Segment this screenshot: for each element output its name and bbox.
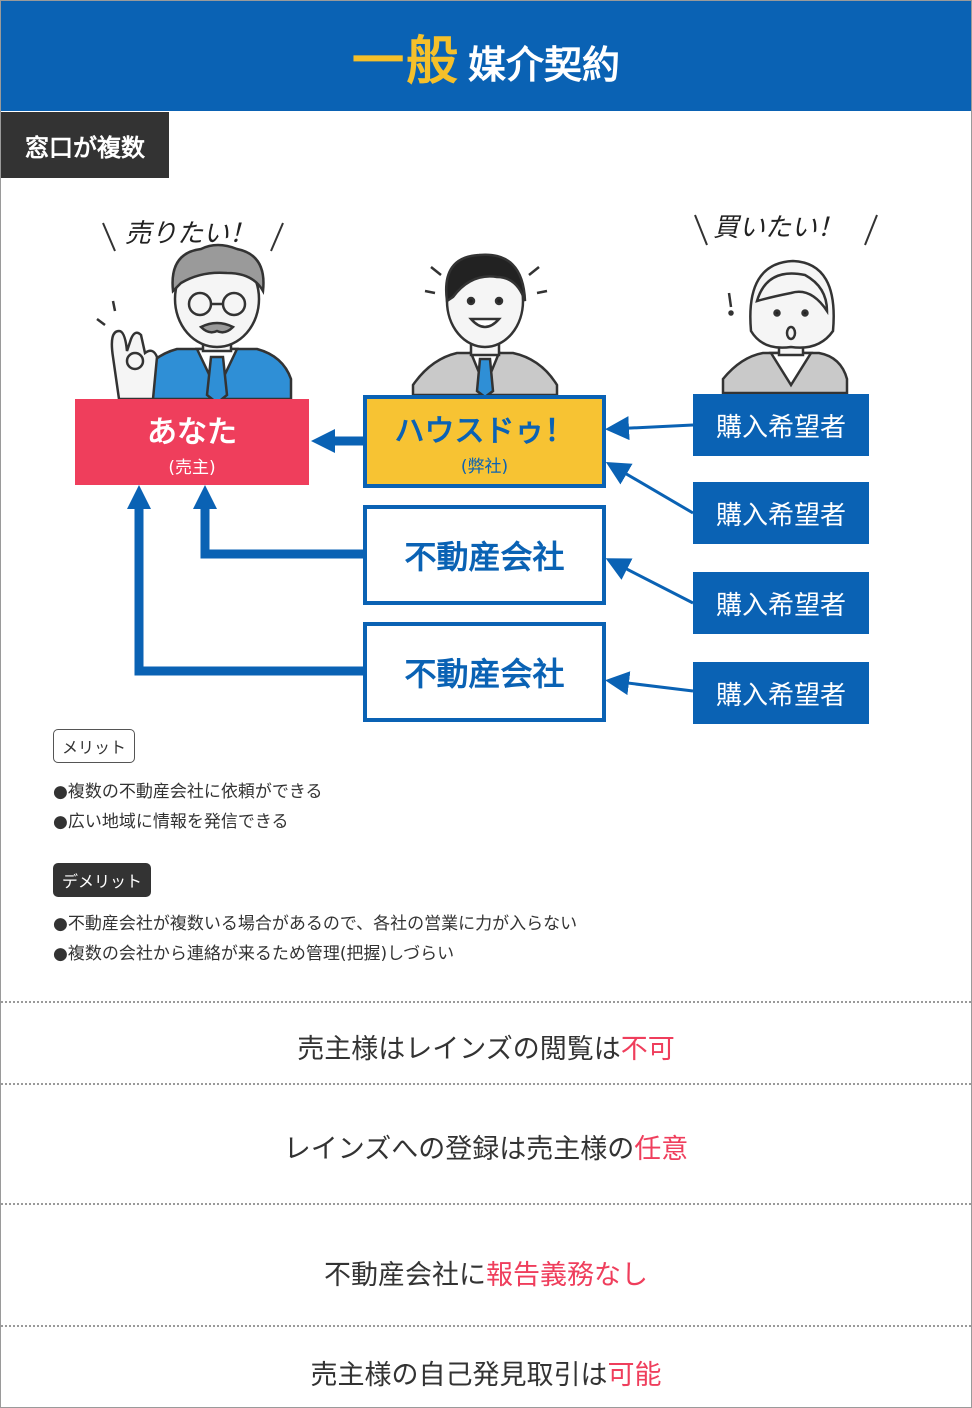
statement-report-duty: 不動産会社に報告義務なし (1, 1253, 971, 1292)
agent-box-2: 不動産会社 (363, 622, 606, 722)
housedo-label: ハウスドゥ！ (394, 414, 575, 449)
divider (1, 1203, 971, 1205)
buyer-box-4: 購入希望者 (693, 662, 869, 724)
housedo-box: ハウスドゥ！ (弊社) (363, 395, 606, 488)
housedo-sublabel: (弊社) (460, 457, 509, 477)
demerit-item-2: ●複数の会社から連絡が来るため管理(把握)しづらい (53, 944, 455, 964)
arrow-heads (127, 429, 335, 509)
buyer-box-2: 購入希望者 (693, 482, 869, 544)
buyer-box-3: 購入希望者 (693, 572, 869, 634)
title-accent: 一般 (351, 31, 460, 92)
divider (1, 1001, 971, 1003)
header-banner: 一般 媒介契約 (1, 1, 971, 111)
agent-to-seller-arrows (134, 436, 363, 676)
merit-item-1: ●複数の不動産会社に依頼ができる (53, 782, 323, 802)
agent-box-1: 不動産会社 (363, 505, 606, 605)
statement-highlight: 報告義務なし (486, 1260, 648, 1291)
statement-text: 売主様はレインズの閲覧は (297, 1034, 621, 1065)
statement-reins-view: 売主様はレインズの閲覧は不可 (1, 1027, 971, 1066)
statement-reins-registration: レインズへの登録は売主様の任意 (1, 1127, 971, 1166)
merit-item-2: ●広い地域に情報を発信できる (53, 812, 289, 832)
seller-label: あなた (147, 414, 237, 450)
statement-highlight: 任意 (634, 1134, 689, 1165)
buyer-speech: 買いたい！ (713, 213, 844, 243)
statement-self-discovery: 売主様の自己発見取引は可能 (1, 1353, 971, 1392)
statement-highlight: 可能 (607, 1360, 662, 1391)
seller-speech: 売りたい！ (125, 219, 256, 249)
statement-text: 売主様の自己発見取引は (310, 1360, 608, 1391)
staff-figure-icon (411, 253, 559, 399)
demerit-item-1: ●不動産会社が複数いる場合があるので、各社の営業に力が入らない (53, 914, 578, 934)
buyer-speech-marks (694, 214, 878, 246)
seller-figure-icon (96, 243, 293, 405)
multiple-windows-tag: 窓口が複数 (1, 112, 169, 178)
statement-text: 不動産会社に (324, 1260, 486, 1291)
buyer-figure-icon (721, 259, 849, 395)
buyer-box-1: 購入希望者 (693, 394, 869, 456)
buyer-to-agent-arrows (605, 416, 694, 696)
divider (1, 1083, 971, 1085)
flow-diagram (96, 214, 878, 696)
title-rest: 媒介契約 (468, 42, 621, 87)
seller-box: あなた (売主) (75, 399, 309, 485)
statement-text: レインズへの登録は売主様の (283, 1134, 635, 1165)
divider (1, 1325, 971, 1327)
seller-speech-marks (102, 222, 284, 252)
merit-label: メリット (53, 729, 135, 763)
demerit-label: デメリット (53, 863, 151, 897)
statement-highlight: 不可 (620, 1034, 675, 1065)
seller-sublabel: (売主) (168, 457, 216, 478)
